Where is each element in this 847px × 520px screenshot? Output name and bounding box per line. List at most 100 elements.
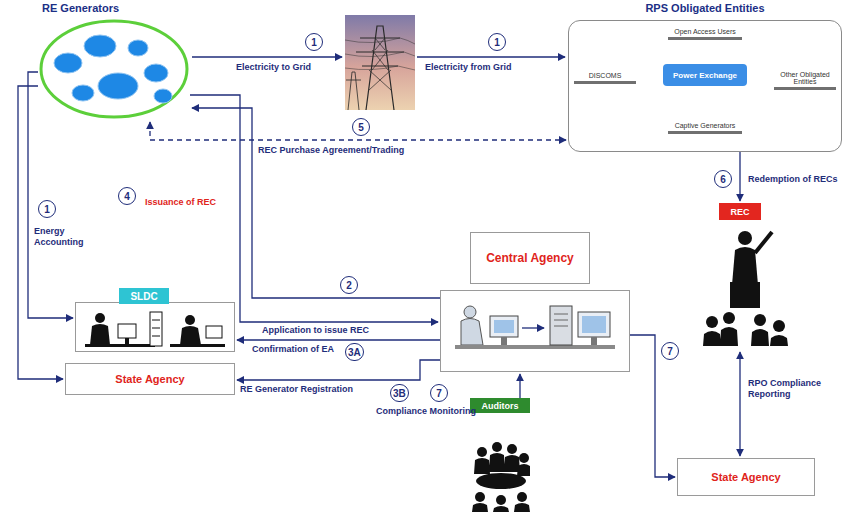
monitor-stand [501, 337, 507, 345]
auditors-illustration [472, 442, 530, 512]
person-head [517, 492, 527, 502]
tab-label: REC [730, 207, 749, 217]
label-tab: SLDC [119, 288, 169, 304]
connector [237, 360, 440, 380]
sky-photo [345, 15, 415, 110]
far-tower [346, 72, 361, 110]
ellipse-outline [38, 18, 190, 120]
generator-blob [98, 73, 138, 99]
tab-label: SLDC [130, 291, 157, 302]
connector [237, 339, 440, 340]
server-slots [554, 314, 568, 326]
illustration-frame [75, 302, 235, 352]
connector [739, 352, 740, 456]
control-room-illustration [85, 312, 225, 347]
person-head [507, 444, 517, 454]
power-flow-arrow [192, 56, 342, 57]
agency-box: State Agency [677, 458, 815, 496]
edge-label: Issuance of REC [145, 197, 216, 208]
flow-label: Electricity from Grid [425, 62, 512, 72]
exchange-label: Power Exchange [673, 71, 737, 80]
person-head [519, 453, 529, 463]
edge-label: Compliance Monitoring [376, 406, 476, 417]
connector [739, 152, 740, 201]
monitor [578, 312, 610, 337]
generator-blob [84, 35, 116, 57]
tower-legs [366, 26, 394, 110]
monitor [118, 324, 136, 338]
entity-node: Captive Generators [668, 118, 742, 134]
callout-number: 2 [340, 276, 358, 294]
people-bodies [472, 503, 530, 512]
entity-node: Open Access Users [668, 24, 742, 40]
generator-blob [128, 40, 148, 56]
edge-label: Confirmation of EA [252, 344, 334, 355]
speaker-head [738, 231, 752, 245]
callout-number: 1 [305, 33, 323, 51]
tabbed-node: SLDC [75, 288, 235, 352]
screen [582, 316, 606, 333]
edge-label: Application to issue REC [262, 325, 369, 336]
group-heading: RPS Obligated Entities [568, 2, 842, 14]
connector [190, 95, 438, 322]
tab-label: Auditors [482, 401, 519, 411]
connector [519, 374, 520, 398]
agency-title: Central Agency [486, 251, 574, 265]
label-tab: REC [719, 203, 761, 220]
entity-node: DISCOMS [574, 66, 636, 84]
callout-number: 3A [345, 343, 364, 361]
desk [170, 344, 225, 347]
audience-bodies [703, 327, 788, 346]
tabbed-node: REC [700, 203, 800, 350]
entity-label: DISCOMS [589, 72, 622, 80]
generator-blob [154, 89, 172, 103]
computer-illustration [455, 306, 615, 349]
person-head [477, 447, 487, 457]
person-body [461, 319, 483, 346]
person-head [464, 306, 476, 318]
ellipse-shape [41, 21, 187, 117]
generator-cluster: RE Generators [38, 2, 190, 120]
exchange-node: Power Exchange [663, 64, 747, 86]
callout-number: 3B [390, 384, 409, 402]
speaker-arm [755, 232, 772, 253]
monitor-stand [125, 338, 129, 344]
entity-label: Other Obligated Entities [775, 71, 835, 86]
flow-label: Electricity to Grid [236, 62, 311, 72]
audience-head [723, 312, 735, 324]
person-head [475, 492, 485, 502]
power-cables [345, 38, 415, 70]
transmission-tower [345, 15, 415, 110]
callout-number: 6 [714, 170, 732, 188]
speaker-illustration [703, 231, 788, 346]
person-body [90, 324, 110, 345]
table [476, 473, 526, 489]
person-body [180, 326, 201, 345]
generator-blob [54, 53, 82, 73]
edge-label: REC Purchase Agreement/Trading [258, 145, 404, 156]
label-tab: Auditors [470, 398, 530, 413]
audience-head [754, 314, 766, 326]
screen [494, 320, 514, 333]
edge-label: RE Generator Registration [240, 384, 353, 395]
callout-number: 5 [352, 118, 370, 136]
desk [455, 345, 615, 349]
cabinet-lines [152, 320, 160, 336]
speaker-body [732, 247, 758, 285]
generator-blob [72, 85, 94, 101]
audience-head [773, 320, 785, 332]
entity-label: Captive Generators [675, 122, 736, 130]
entity-group: RPS Obligated EntitiesOpen Access UsersD… [568, 2, 842, 152]
edge-label: Energy Accounting [34, 226, 94, 248]
agency-label: State Agency [711, 471, 780, 483]
podium [730, 282, 760, 308]
person-head [496, 495, 506, 505]
edge-label: RPO Compliance Reporting [748, 378, 828, 400]
callout-number: 7 [430, 384, 448, 402]
monitor [490, 316, 518, 337]
server-tower [550, 306, 572, 345]
callout-number: 7 [661, 342, 679, 360]
illustration-frame [440, 290, 630, 372]
person-head [95, 313, 105, 323]
